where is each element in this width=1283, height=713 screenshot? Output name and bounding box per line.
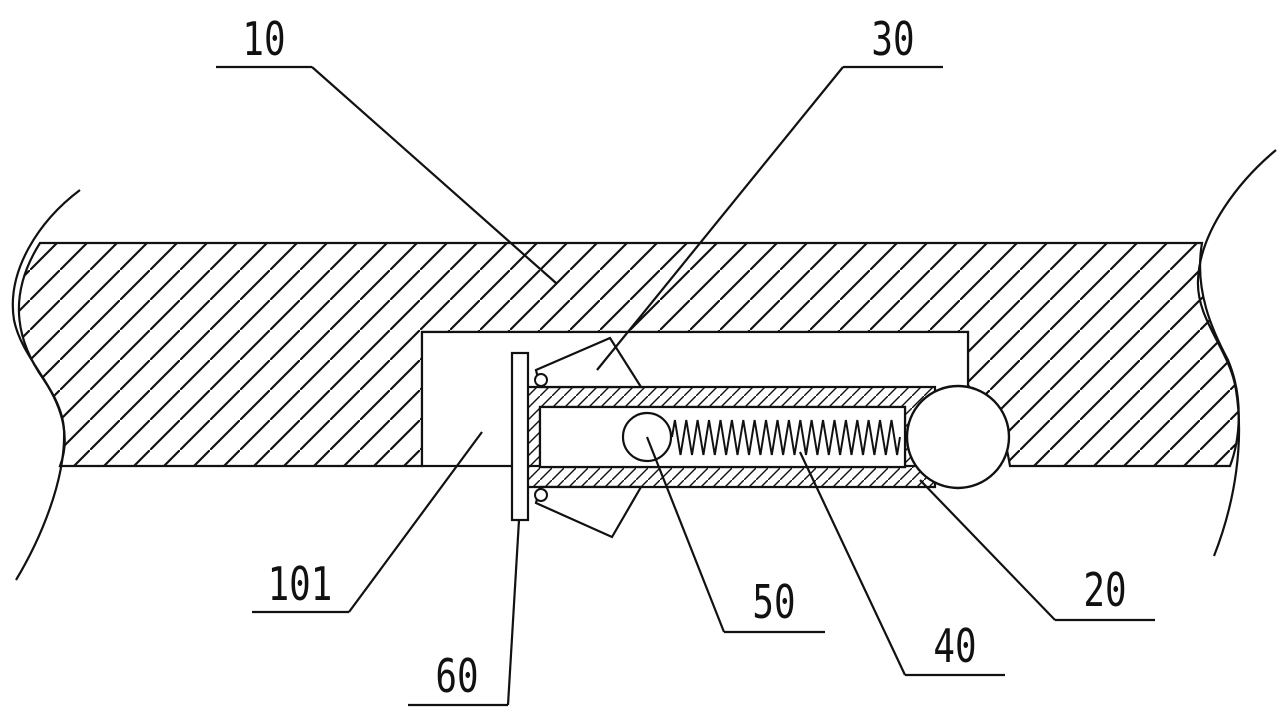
label-30: 30 — [871, 13, 914, 67]
label-20: 20 — [1083, 564, 1126, 618]
push-plate-60 — [512, 353, 528, 520]
label-40: 40 — [933, 620, 976, 674]
leader-60-diag — [508, 520, 519, 705]
locking-ball-20 — [907, 386, 1009, 488]
label-60: 60 — [435, 650, 478, 704]
upper-pivot — [535, 374, 547, 386]
label-101: 101 — [268, 558, 333, 612]
label-50: 50 — [752, 576, 795, 630]
lower-pivot — [535, 489, 547, 501]
label-10: 10 — [242, 13, 285, 67]
leader-20-diag — [920, 480, 1055, 620]
lower-pawl — [536, 487, 641, 537]
